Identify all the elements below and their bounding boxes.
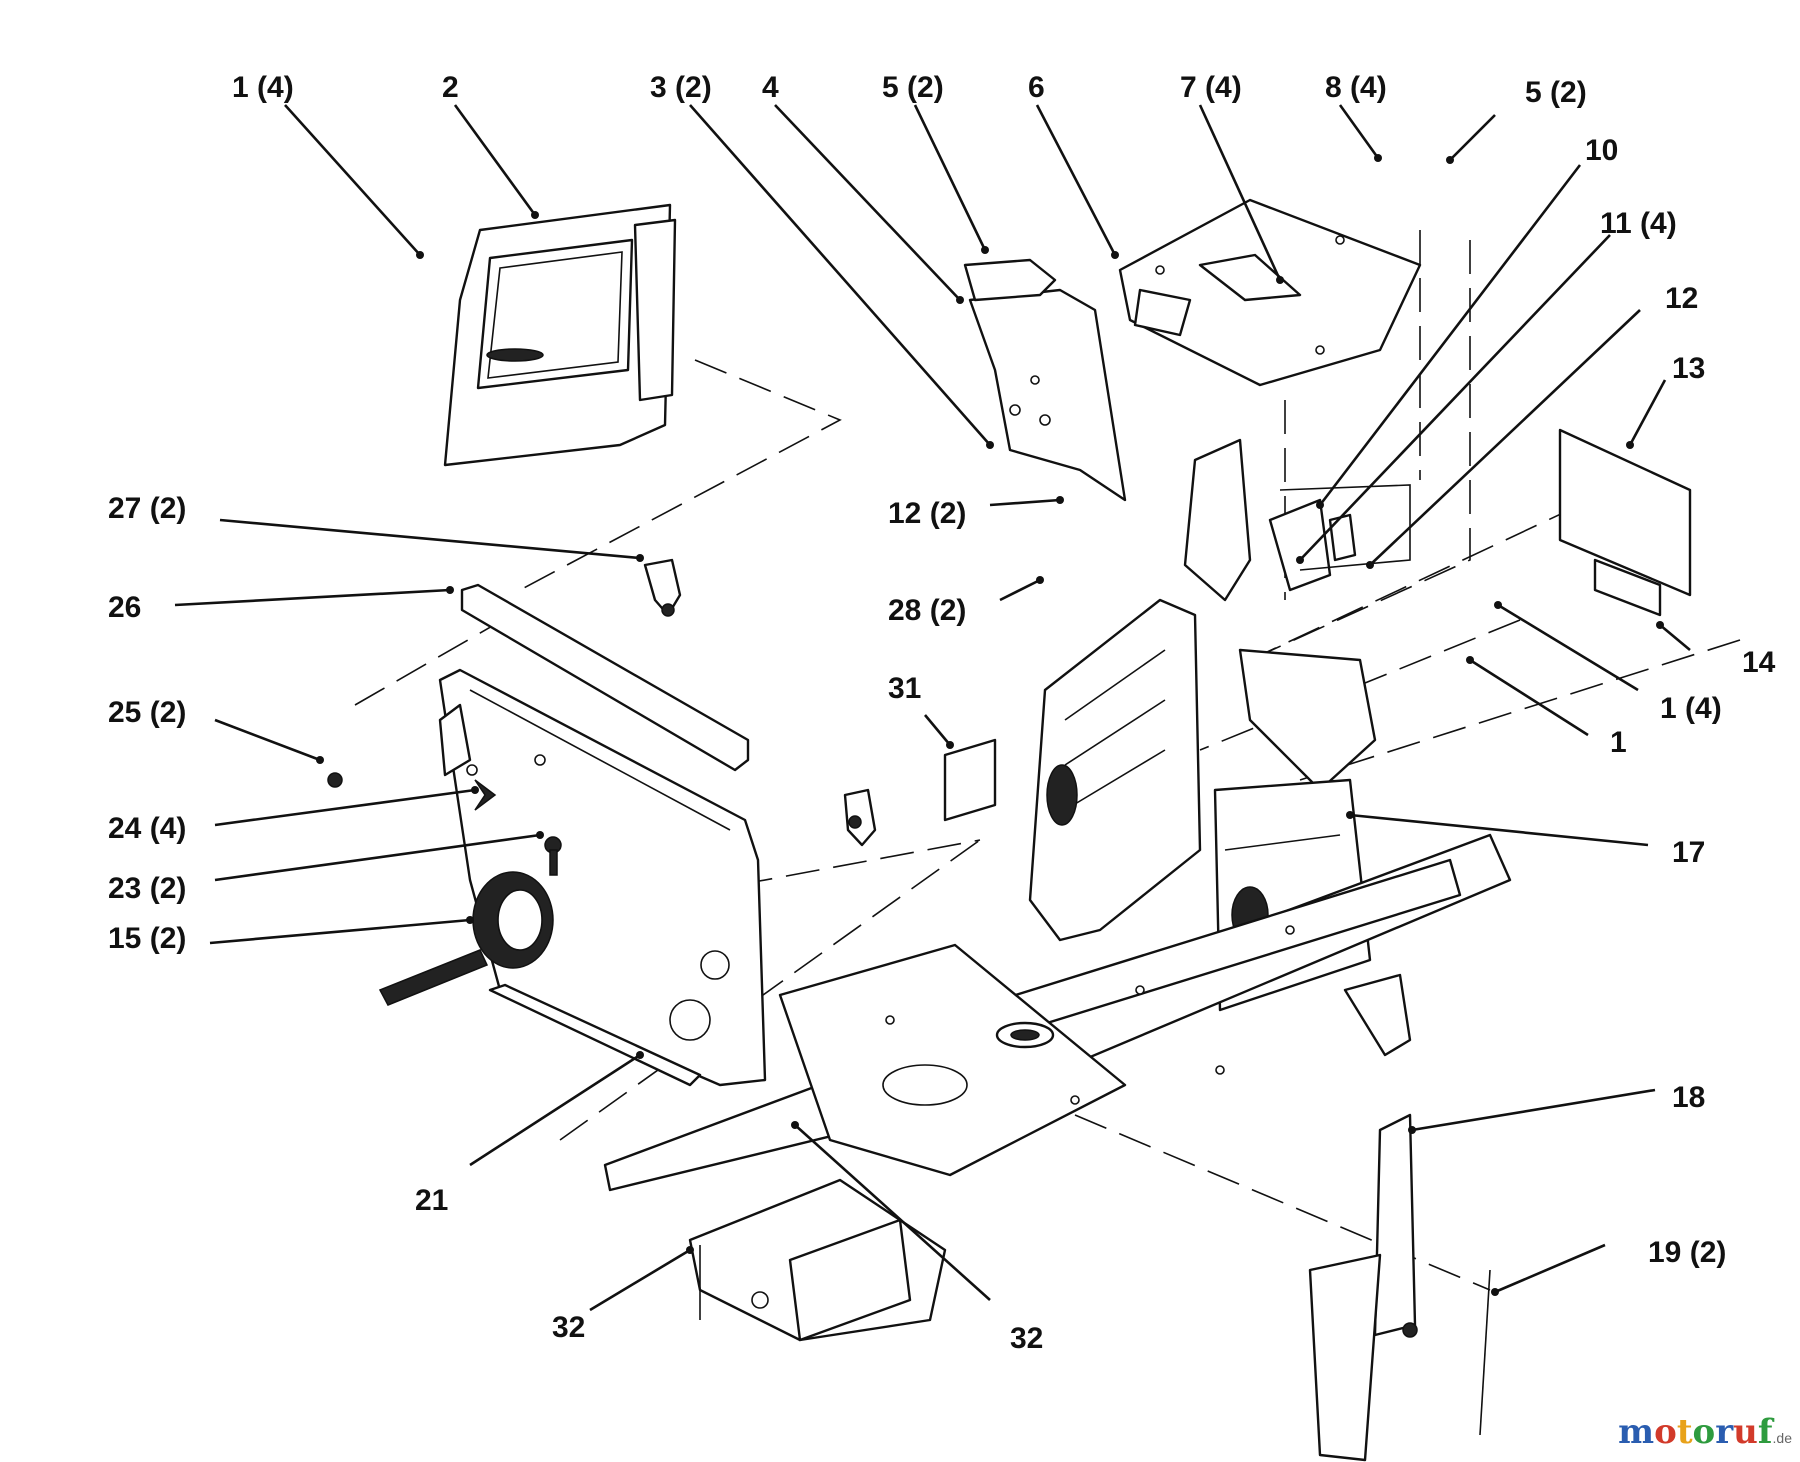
watermark-letter-4: o bbox=[1692, 1412, 1716, 1452]
seat-mount-plate bbox=[778, 943, 1127, 1177]
side-panel-assembly bbox=[378, 583, 767, 1087]
label-18: 18 bbox=[1672, 1081, 1705, 1114]
label-32-left: 32 bbox=[552, 1311, 585, 1344]
label-1-4-right: 1 (4) bbox=[1660, 692, 1722, 725]
label-14: 14 bbox=[1742, 646, 1776, 679]
label-8-4: 8 (4) bbox=[1325, 71, 1387, 104]
label-1: 1 bbox=[1610, 726, 1627, 759]
decal-part-14 bbox=[1593, 558, 1662, 617]
label-5-2-right: 5 (2) bbox=[1525, 76, 1587, 109]
label-12: 12 bbox=[1665, 282, 1698, 315]
label-2: 2 bbox=[442, 71, 459, 104]
hood-panel-part-2 bbox=[443, 203, 677, 467]
watermark-tld: .de bbox=[1772, 1430, 1792, 1446]
label-19-2: 19 (2) bbox=[1648, 1236, 1726, 1269]
label-32-right: 32 bbox=[1010, 1322, 1043, 1355]
label-11-4: 11 (4) bbox=[1600, 207, 1677, 240]
label-21: 21 bbox=[415, 1184, 448, 1217]
label-1-4-top: 1 (4) bbox=[232, 71, 294, 104]
lower-bracket-assembly bbox=[688, 1178, 947, 1342]
bracket-plate-part-4 bbox=[963, 258, 1127, 502]
watermark-letter-5: r bbox=[1715, 1412, 1734, 1452]
label-12-2: 12 (2) bbox=[888, 497, 966, 530]
decal-part-13 bbox=[1558, 428, 1692, 597]
label-15-2: 15 (2) bbox=[108, 922, 186, 955]
trim-strip-part-19 bbox=[1479, 1269, 1491, 1436]
label-26: 26 bbox=[108, 591, 141, 624]
label-24-4: 24 (4) bbox=[108, 812, 186, 845]
label-23-2: 23 (2) bbox=[108, 872, 186, 905]
label-25-2: 25 (2) bbox=[108, 696, 186, 729]
decal-part-31 bbox=[943, 738, 997, 822]
tray-part-6 bbox=[1118, 198, 1422, 387]
label-13: 13 bbox=[1672, 352, 1705, 385]
watermark-letter-7: f bbox=[1757, 1412, 1773, 1452]
label-31: 31 bbox=[888, 672, 921, 705]
leader-lines bbox=[174, 104, 1691, 1312]
watermark-logo: motoruf.de bbox=[1618, 1412, 1792, 1452]
watermark-letter-3: t bbox=[1676, 1412, 1693, 1452]
mount-bracket-parts-10-12 bbox=[1183, 438, 1411, 602]
label-27-2: 27 (2) bbox=[108, 492, 186, 525]
callout-labels: 1 (4) 2 3 (2) 4 5 (2) 6 7 (4) 8 (4) 5 (2… bbox=[108, 71, 1776, 1355]
watermark-letter-2: o bbox=[1654, 1412, 1677, 1452]
label-4: 4 bbox=[762, 71, 779, 104]
side-panel-hardware bbox=[327, 558, 877, 876]
assembly-guide-lines bbox=[354, 230, 1741, 1291]
side-trim-part-18 bbox=[1308, 1113, 1418, 1462]
label-7-4: 7 (4) bbox=[1180, 71, 1242, 104]
label-10: 10 bbox=[1585, 134, 1618, 167]
label-17: 17 bbox=[1672, 836, 1705, 869]
label-5-2-left: 5 (2) bbox=[882, 71, 944, 104]
watermark-letter-1: m bbox=[1618, 1412, 1655, 1452]
label-3-2: 3 (2) bbox=[650, 71, 712, 104]
label-6: 6 bbox=[1028, 71, 1045, 104]
watermark-letter-6: u bbox=[1733, 1412, 1758, 1452]
label-28-2: 28 (2) bbox=[888, 594, 966, 627]
